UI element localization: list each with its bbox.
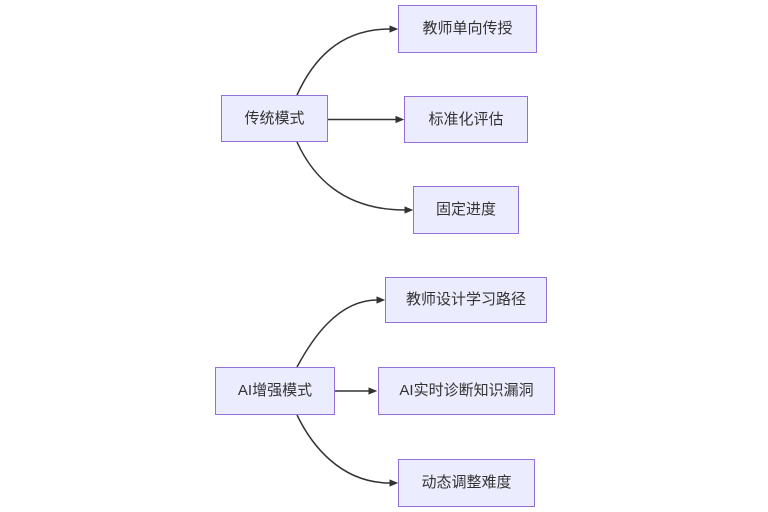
edge-ai-enhanced-to-teacher-design-path [296, 296, 386, 368]
node-teacher-design-path-label: 教师设计学习路径 [405, 291, 526, 308]
node-traditional-label: 传统模式 [244, 109, 305, 127]
node-fixed-pace-label: 固定进度 [435, 201, 496, 218]
node-standardized-eval-label: 标准化评估 [428, 110, 504, 128]
node-traditional: 传统模式 [221, 95, 328, 142]
node-fixed-pace: 固定进度 [413, 186, 519, 234]
node-ai-enhanced-label: AI增强模式 [237, 382, 313, 399]
node-teacher-one-way: 教师单向传授 [398, 5, 537, 53]
node-dynamic-difficulty: 动态调整难度 [398, 459, 535, 507]
node-ai-diagnose-gaps: AI实时诊断知识漏洞 [378, 367, 555, 415]
node-dynamic-difficulty-label: 动态调整难度 [421, 474, 512, 491]
edge-traditional-to-fixed-pace [296, 141, 414, 214]
edge-traditional-to-teacher-one-way [296, 25, 399, 96]
node-ai-diagnose-gaps-label: AI实时诊断知识漏洞 [399, 382, 534, 399]
edge-ai-enhanced-to-dynamic-difficulty [296, 414, 399, 487]
node-ai-enhanced: AI增强模式 [215, 367, 335, 415]
node-teacher-design-path: 教师设计学习路径 [385, 277, 547, 323]
node-standardized-eval: 标准化评估 [404, 96, 528, 143]
node-teacher-one-way-label: 教师单向传授 [422, 20, 513, 37]
